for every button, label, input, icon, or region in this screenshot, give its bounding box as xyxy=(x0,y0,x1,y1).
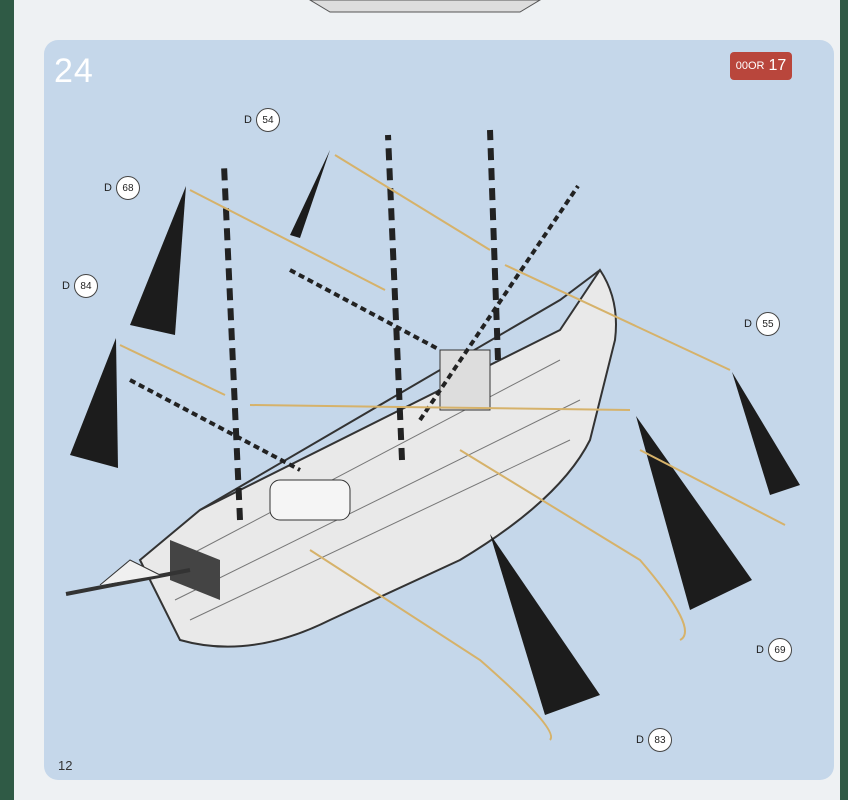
rigging-part xyxy=(70,150,800,715)
yards xyxy=(129,184,580,472)
callout-d69: D 69 xyxy=(756,638,792,662)
badge-number: 17 xyxy=(768,57,787,74)
part-badge: 00OR 17 xyxy=(730,52,792,80)
callout-d83: D 83 xyxy=(636,728,672,752)
callout-d55: D 55 xyxy=(744,312,780,336)
page-number: 12 xyxy=(58,758,73,773)
callout-d84: D 84 xyxy=(62,274,98,298)
callout-d54: D 54 xyxy=(244,108,280,132)
badge-code: 00OR xyxy=(735,60,765,72)
step-number: 24 xyxy=(54,52,94,90)
assembly-arrow xyxy=(119,154,786,741)
callout-d68: D 68 xyxy=(104,176,140,200)
ship-hull xyxy=(65,268,617,648)
previous-step-remnant xyxy=(309,0,541,13)
